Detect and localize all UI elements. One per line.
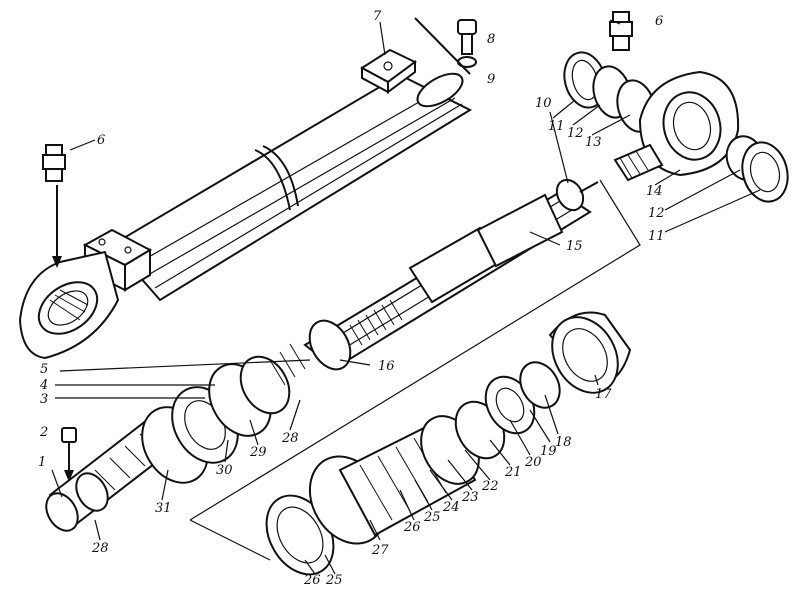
label-5: 5 — [40, 362, 48, 377]
label-11-top: 11 — [548, 119, 565, 134]
cylinder-barrel — [82, 48, 473, 302]
label-11-bottom: 11 — [648, 229, 665, 244]
label-31: 31 — [155, 501, 172, 516]
label-24: 24 — [442, 500, 460, 515]
label-25-upper: 25 — [423, 510, 441, 525]
label-26-lower: 26 — [303, 573, 321, 588]
label-27: 27 — [371, 543, 389, 558]
label-15: 15 — [566, 239, 583, 254]
label-12-top: 12 — [567, 126, 584, 141]
label-13: 13 — [585, 135, 602, 150]
label-9: 9 — [487, 72, 495, 87]
label-28-upper: 28 — [281, 431, 299, 446]
label-22: 22 — [481, 479, 499, 494]
label-19: 19 — [540, 444, 557, 459]
label-26-upper: 26 — [403, 520, 421, 535]
barrel-eye — [18, 250, 120, 360]
label-6-right: 6 — [655, 14, 663, 29]
label-2: 2 — [39, 425, 48, 440]
label-25-lower: 25 — [325, 573, 343, 588]
label-23: 23 — [461, 490, 479, 505]
part-labels: 1 2 3 4 5 6 6 7 8 9 10 11 11 12 12 13 14… — [38, 9, 665, 588]
grease-fitting-left — [42, 144, 66, 268]
label-17: 17 — [595, 387, 612, 402]
label-21: 21 — [504, 465, 522, 480]
assembly-guide-lines — [189, 179, 641, 561]
grease-fitting-right — [609, 11, 633, 51]
piston-stack-left — [45, 319, 352, 532]
label-10: 10 — [535, 96, 552, 111]
label-7: 7 — [373, 9, 382, 24]
leader-lines — [51, 19, 761, 575]
bolt-and-washer — [414, 17, 477, 75]
label-1: 1 — [38, 455, 46, 470]
label-12-bottom: 12 — [648, 206, 665, 221]
label-3: 3 — [40, 392, 48, 407]
label-4: 4 — [39, 378, 48, 393]
label-16: 16 — [378, 359, 395, 374]
label-29: 29 — [249, 445, 267, 460]
rod-eye-assembly — [563, 51, 789, 203]
label-8: 8 — [487, 32, 495, 47]
label-18: 18 — [555, 435, 572, 450]
label-30: 30 — [216, 463, 233, 478]
piston-stack-right — [265, 311, 632, 576]
label-20: 20 — [524, 455, 542, 470]
label-6-left: 6 — [97, 133, 105, 148]
label-14: 14 — [646, 184, 663, 199]
label-28-lower: 28 — [91, 541, 109, 556]
